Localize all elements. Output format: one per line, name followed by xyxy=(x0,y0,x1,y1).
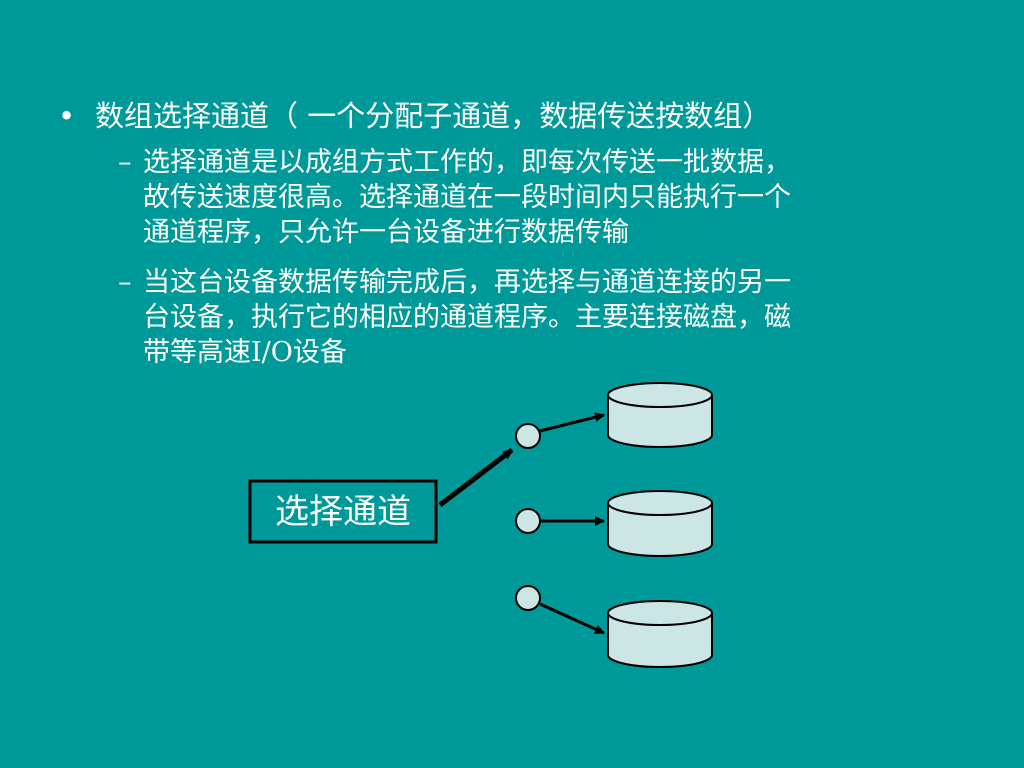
link-arrow-3 xyxy=(539,602,605,635)
link-arrow-1 xyxy=(539,412,605,433)
channel-arrow xyxy=(438,448,514,507)
main-bullet-text: 数组选择通道（ 一个分配子通道，数据传送按数组） xyxy=(95,99,772,133)
subpoint-dash: – xyxy=(118,267,132,298)
subpoint-2-text: 当这台设备数据传输完成后，再选择与通道连接的另一 台设备，执行它的相应的通道程序… xyxy=(143,265,963,370)
switch-node-3 xyxy=(515,585,541,611)
subpoint-dash: – xyxy=(118,147,132,178)
subpoint-2-line-1: 当这台设备数据传输完成后，再选择与通道连接的另一 xyxy=(143,267,791,298)
subpoint-2-line-3: 带等高速I/O设备 xyxy=(143,337,347,368)
channel-label: 选择通道 xyxy=(275,492,411,532)
disk-icon xyxy=(607,600,713,668)
subpoint-2-line-2: 台设备，执行它的相应的通道程序。主要连接磁盘，磁 xyxy=(143,302,791,333)
bullet-dot: • xyxy=(58,99,76,133)
disk-icon xyxy=(607,490,713,557)
subpoint-1-text: 选择通道是以成组方式工作的，即每次传送一批数据， 故传送速度很高。选择通道在一段… xyxy=(143,145,963,250)
subpoint-1-line-3: 通道程序，只允许一台设备进行数据传输 xyxy=(143,217,629,248)
switch-node-1 xyxy=(515,423,541,449)
subpoint-1-line-2: 故传送速度很高。选择通道在一段时间内只能执行一个 xyxy=(143,182,791,213)
disk-icon xyxy=(607,382,713,448)
switch-node-2 xyxy=(515,508,541,534)
channel-box: 选择通道 xyxy=(248,479,438,544)
subpoint-1-line-1: 选择通道是以成组方式工作的，即每次传送一批数据， xyxy=(143,147,791,178)
